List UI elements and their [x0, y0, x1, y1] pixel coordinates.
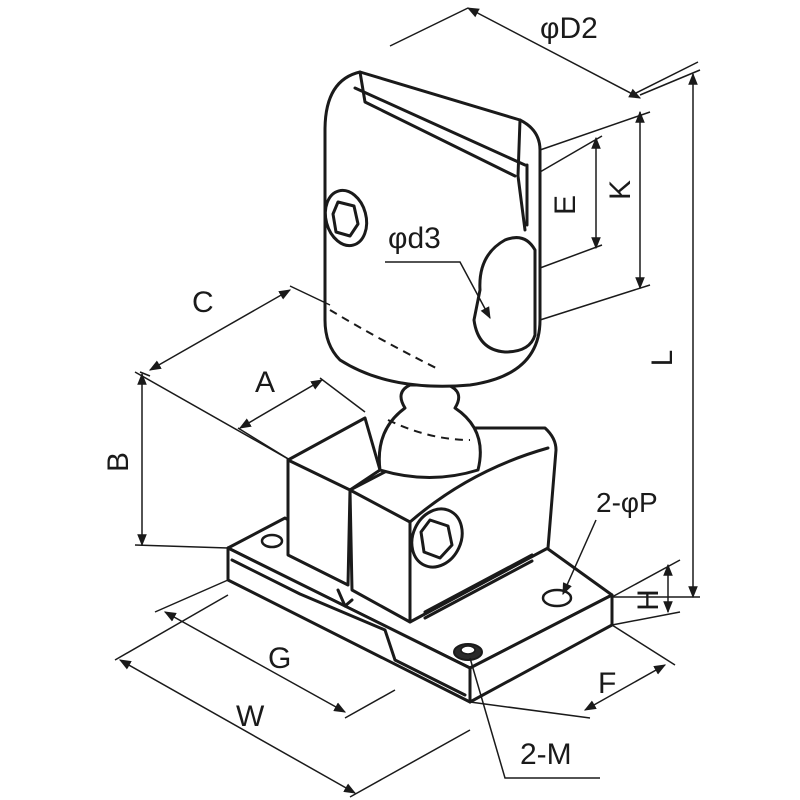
- label-l: L: [646, 350, 679, 367]
- label-f: F: [598, 667, 616, 700]
- threaded-hole-m: [453, 643, 483, 661]
- label-k: K: [604, 180, 637, 200]
- label-p: 2-φP: [596, 487, 658, 518]
- label-e: E: [549, 195, 582, 215]
- label-a: A: [255, 366, 275, 399]
- ball-joint: [377, 383, 482, 479]
- label-g: G: [268, 642, 291, 675]
- dimension-lines: [114, 7, 701, 798]
- label-d2: φD2: [540, 12, 598, 45]
- hole-p-left: [260, 533, 284, 549]
- label-w: W: [236, 700, 265, 733]
- label-h: H: [632, 589, 665, 611]
- label-m: 2-M: [520, 738, 572, 771]
- hex-bolt-upper: [323, 188, 369, 248]
- label-c: C: [192, 286, 214, 319]
- hole-p-right: [541, 588, 573, 608]
- hex-bolt-lower: [410, 507, 464, 569]
- label-d3: φd3: [388, 222, 441, 255]
- label-b: B: [102, 452, 135, 472]
